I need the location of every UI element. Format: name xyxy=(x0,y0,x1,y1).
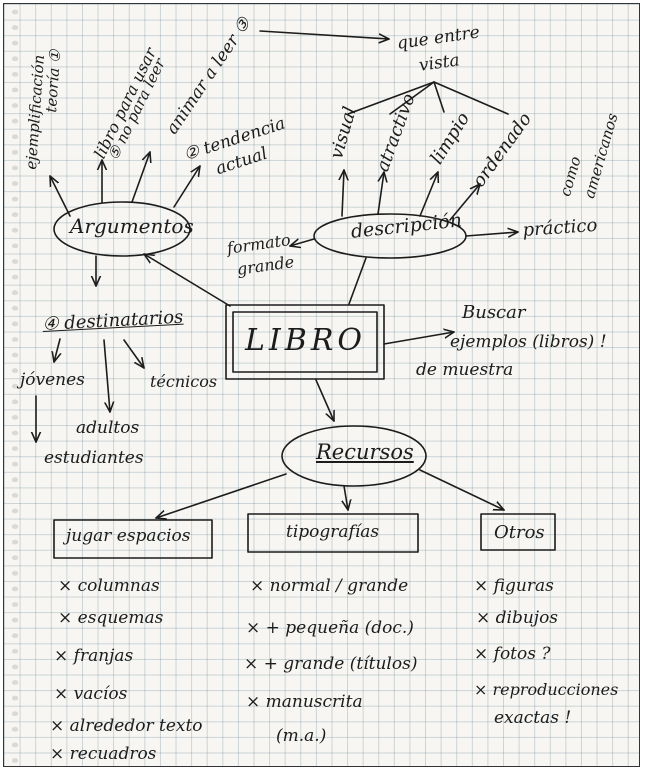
otros-item-reproducciones: × reproducciones xyxy=(474,680,619,699)
espacios-item-esquemas: × esquemas xyxy=(58,608,164,628)
otros-box xyxy=(480,513,556,551)
ejemplos-label: ejemplos (libros) ! xyxy=(450,332,607,352)
tecnicos-label: técnicos xyxy=(150,372,218,391)
libro-box-inner xyxy=(232,311,378,373)
libro-box-outer xyxy=(225,304,385,380)
espacios-item-columnas: × columnas xyxy=(58,576,160,596)
tipografias-title: tipografías xyxy=(286,522,380,542)
espacios-item-alrededor: × alrededor texto xyxy=(50,716,203,736)
recursos-label: Recursos xyxy=(316,440,414,464)
practico-label: práctico xyxy=(521,214,599,241)
libro-label: LIBRO xyxy=(245,323,367,358)
espacios-title: jugar espacios xyxy=(66,526,191,546)
spiral-binding-holes xyxy=(8,4,22,766)
teoria-label: teoría ① xyxy=(42,48,65,114)
otros-item-fotos: × fotos ? xyxy=(474,644,551,664)
buscar-label: Buscar xyxy=(462,302,526,323)
tipografias-box xyxy=(247,513,419,553)
de-muestra-label: de muestra xyxy=(416,360,514,380)
otros-item-exactas: exactas ! xyxy=(494,708,572,728)
tipografias-item-normal: × normal / grande xyxy=(250,576,409,596)
notebook-page: LIBRO Argumentos ejemplificación teoría … xyxy=(3,3,640,767)
estudiantes-label: estudiantes xyxy=(44,448,144,468)
otros-item-figuras: × figuras xyxy=(474,576,554,596)
otros-title: Otros xyxy=(494,522,545,543)
espacios-box xyxy=(53,519,213,559)
tipografias-item-manuscrita: × manuscrita xyxy=(246,692,363,712)
argumentos-label: Argumentos xyxy=(70,214,194,238)
otros-item-dibujos: × dibujos xyxy=(476,608,559,628)
jovenes-label: jóvenes xyxy=(20,370,85,390)
connector-lines xyxy=(4,30,556,559)
tipografias-item-ma: (m.a.) xyxy=(276,726,327,746)
tipografias-item-grande: × + grande (títulos) xyxy=(244,654,418,674)
espacios-item-franjas: × franjas xyxy=(54,646,134,666)
espacios-item-vacios: × vacíos xyxy=(54,684,128,704)
espacios-item-recuadros: × recuadros xyxy=(50,744,157,764)
recursos-ellipse xyxy=(281,425,427,487)
tipografias-item-pequena: × + pequeña (doc.) xyxy=(246,618,414,638)
adultos-label: adultos xyxy=(76,418,140,438)
argumentos-ellipse xyxy=(53,201,191,257)
